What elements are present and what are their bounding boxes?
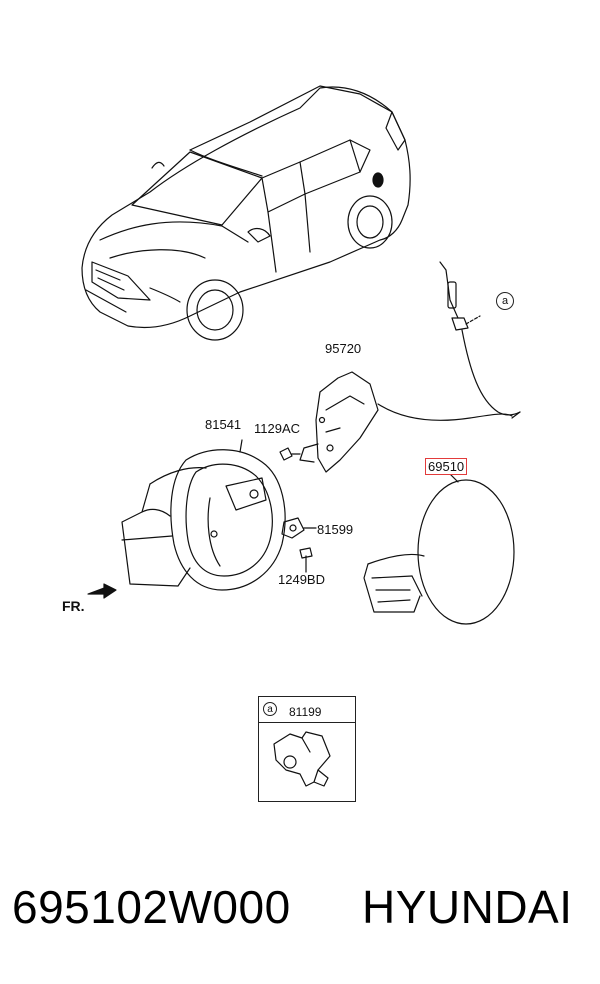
part-number: 695102W000 xyxy=(12,881,291,933)
inset-label-81199: 81199 xyxy=(289,705,322,719)
label-81599: 81599 xyxy=(317,522,354,537)
fuel-door-69510 xyxy=(363,473,515,625)
screw-1249BD xyxy=(299,547,313,573)
vehicle-illustration xyxy=(81,85,411,341)
label-1249BD: 1249BD xyxy=(278,572,325,587)
label-69510-highlighted: 69510 xyxy=(425,458,468,475)
callout-marker-a: a xyxy=(496,292,514,310)
bracket-95720 xyxy=(299,371,379,473)
label-81541: 81541 xyxy=(205,417,242,432)
inset-divider xyxy=(259,722,355,723)
inset-part-81199 xyxy=(273,731,331,787)
inset-marker-a: a xyxy=(263,702,277,716)
label-1129AC: 1129AC xyxy=(254,421,301,436)
clip-81599 xyxy=(281,517,317,539)
inset-box: a 81199 xyxy=(258,696,356,802)
brand-name: HYUNDAI xyxy=(362,881,573,933)
release-cable xyxy=(377,261,521,421)
label-95720: 95720 xyxy=(325,341,362,356)
front-direction-arrow xyxy=(87,583,117,599)
housing-81541 xyxy=(121,439,286,591)
bolt-1129AC xyxy=(279,447,301,461)
front-label: FR. xyxy=(62,598,85,614)
